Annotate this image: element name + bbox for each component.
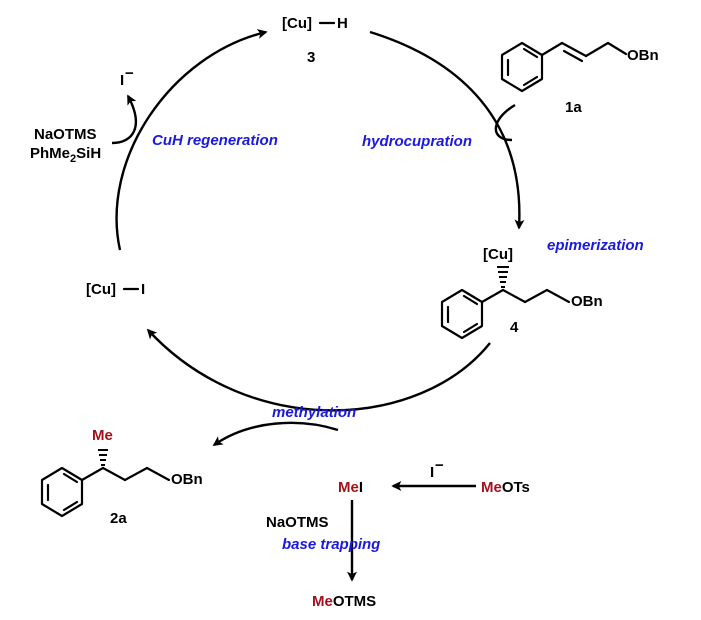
ch2-o-bond bbox=[145, 466, 171, 482]
naotms-trap-label: NaOTMS bbox=[266, 514, 329, 531]
methylation-arrow bbox=[146, 328, 491, 412]
iodide-label: I bbox=[120, 72, 124, 89]
step-hydrocupration: hydrocupration bbox=[362, 133, 472, 150]
substrate-entry-arrow bbox=[494, 103, 516, 142]
alkene-second-bond bbox=[562, 49, 584, 63]
iodide-catalyst: I − bbox=[430, 457, 444, 481]
product-release-arrow bbox=[212, 421, 339, 446]
c-c-bond bbox=[101, 466, 127, 482]
svg-text:MeOTMS: MeOTMS bbox=[312, 593, 376, 610]
hashed-wedge bbox=[98, 449, 108, 466]
i-label: I bbox=[141, 281, 145, 298]
intermediate-4: [Cu] OBn 4 bbox=[440, 246, 603, 340]
svg-text:MeOTs: MeOTs bbox=[481, 479, 530, 496]
alkene-bond bbox=[560, 41, 588, 58]
ch2-o-bond bbox=[606, 41, 628, 56]
methyl-part: Me bbox=[481, 479, 502, 496]
cu-label: [Cu] bbox=[282, 15, 312, 32]
charge-label: − bbox=[435, 457, 444, 474]
methyl-part: Me bbox=[338, 479, 359, 496]
silane-part: PhMe bbox=[30, 145, 70, 162]
hashed-wedge bbox=[497, 266, 509, 288]
cycle-arrows bbox=[115, 29, 525, 412]
allyl-bond bbox=[584, 41, 610, 58]
ph-c-bond bbox=[480, 288, 505, 304]
cu-label: [Cu] bbox=[86, 281, 116, 298]
charge-label: − bbox=[125, 65, 134, 82]
ch2-o-bond bbox=[545, 288, 571, 304]
ring-double-bond bbox=[522, 75, 539, 87]
ring-double-bond bbox=[462, 322, 479, 334]
silane-part: SiH bbox=[76, 145, 101, 162]
methyl-tosylate: MeOTs bbox=[481, 479, 530, 496]
silane-subscript: 2 bbox=[70, 153, 76, 165]
step-methylation: methylation bbox=[272, 404, 356, 421]
ring-double-bond bbox=[62, 472, 79, 484]
methyl-part: Me bbox=[312, 593, 333, 610]
obn-label: OBn bbox=[571, 293, 603, 310]
hydrocupration-arrow bbox=[369, 30, 525, 230]
naotms-regen-label: NaOTMS bbox=[34, 126, 97, 143]
cu-label: [Cu] bbox=[483, 246, 513, 263]
compound-1a-label: 1a bbox=[565, 99, 582, 116]
ring-double-bond bbox=[522, 47, 539, 59]
compound-3-label: 3 bbox=[307, 49, 315, 66]
methoxy-tms: MeOTMS bbox=[312, 593, 376, 610]
tosylate-part: OTs bbox=[502, 479, 530, 496]
compound-2a-label: 2a bbox=[110, 510, 127, 527]
svg-text:MeI: MeI bbox=[338, 479, 363, 496]
iodide-exit-arrow bbox=[111, 94, 138, 145]
silane-label: PhMe2SiH bbox=[30, 145, 101, 165]
methyl-iodide: MeI bbox=[338, 479, 363, 496]
copper-iodide: [Cu] I bbox=[86, 281, 145, 298]
step-base-trapping: base trapping bbox=[282, 536, 380, 553]
product-2a: Me OBn 2a bbox=[40, 427, 203, 527]
copper-hydride: [Cu] H 3 bbox=[282, 15, 348, 66]
iodide-label: I bbox=[430, 464, 434, 481]
ring-double-bond bbox=[62, 500, 79, 512]
iodide-byproduct: I − bbox=[120, 65, 134, 89]
svg-text:PhMe2SiH: PhMe2SiH bbox=[30, 145, 101, 165]
c-c-bond bbox=[123, 466, 149, 482]
step-cuh-regeneration: CuH regeneration bbox=[152, 132, 278, 149]
c-c-bond bbox=[501, 288, 527, 304]
c-c-bond bbox=[523, 288, 549, 304]
side-arrows bbox=[111, 94, 516, 582]
methyl-label: Me bbox=[92, 427, 113, 444]
ring-double-bond bbox=[462, 294, 479, 306]
obn-label: OBn bbox=[171, 471, 203, 488]
iodine-part: I bbox=[359, 479, 363, 496]
substrate-1a: OBn 1a bbox=[500, 41, 659, 116]
compound-4-label: 4 bbox=[510, 319, 519, 336]
otms-part: OTMS bbox=[333, 593, 376, 610]
regeneration-arrow bbox=[115, 29, 268, 251]
h-label: H bbox=[337, 15, 348, 32]
obn-label: OBn bbox=[627, 47, 659, 64]
step-epimerization: epimerization bbox=[547, 237, 644, 254]
ph-vinyl-bond bbox=[540, 41, 564, 57]
ph-c-bond bbox=[80, 466, 105, 482]
